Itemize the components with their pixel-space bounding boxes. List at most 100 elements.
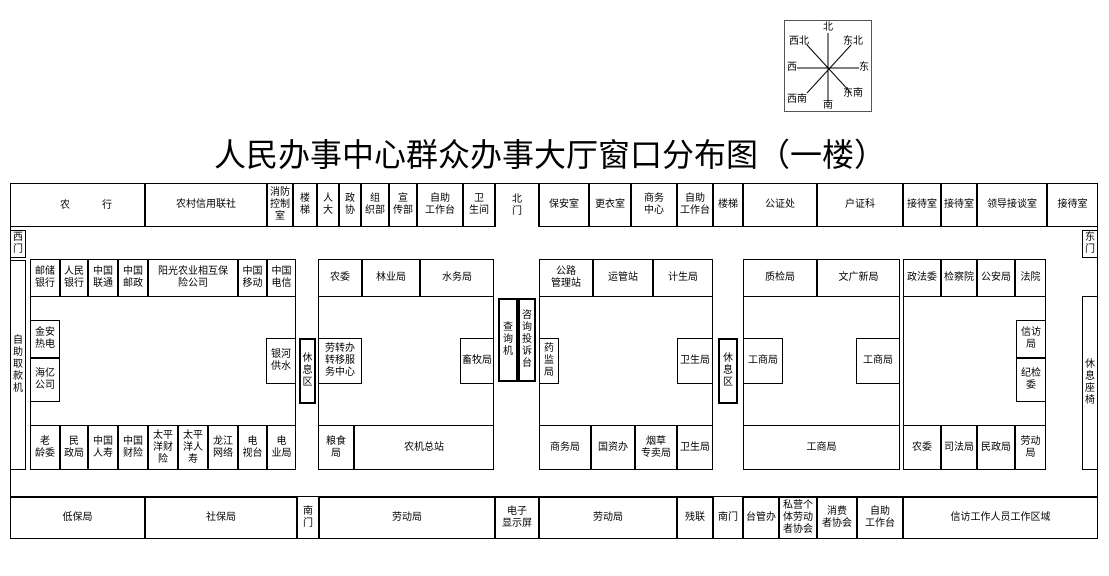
electronic-display: 电子 显示屏	[495, 497, 539, 539]
room-labor-1: 劳动局	[319, 497, 495, 539]
room-renda: 人 大	[317, 183, 339, 227]
room-household: 户证科	[817, 183, 903, 227]
compass-north: 北	[823, 22, 833, 33]
leader-meeting-room: 领导接谈室	[977, 183, 1047, 227]
b5-politics-law: 政法委	[903, 259, 941, 297]
b1-cpic-life: 太平 洋人 寿	[178, 425, 208, 470]
b3-commerce: 商务局	[539, 425, 591, 470]
room-social-security: 社保局	[145, 497, 297, 539]
b5-petition-bureau: 信访 局	[1016, 320, 1046, 358]
room-labor-2: 劳动局	[539, 497, 677, 539]
atm-strip: 自 助 取 款 机	[10, 260, 26, 470]
b2-agri-committee: 农委	[318, 259, 362, 297]
room-zhengxie: 政 协	[339, 183, 361, 227]
room-credit-union: 农村信用联社	[145, 183, 267, 227]
compass-northeast: 东北	[843, 36, 863, 47]
b5-agri-committee: 农委	[903, 425, 941, 470]
b1-china-post: 中国 邮政	[118, 259, 148, 297]
restroom: 卫 生间	[463, 183, 495, 227]
b5-civil-affairs: 民政局	[977, 425, 1015, 470]
b1-yinhe-water: 银河 供水	[266, 338, 296, 384]
b1-cpic-property: 太平 洋财 险	[148, 425, 178, 470]
room-consumer-assoc: 消费 者协会	[817, 497, 857, 539]
south-gate-1: 南 门	[297, 497, 319, 539]
petition-staff-area: 信访工作人员工作区域	[903, 497, 1098, 539]
east-gate: 东 门	[1082, 230, 1098, 258]
room-nonghang	[10, 183, 145, 227]
b1-haiyi-company: 海亿 公司	[30, 358, 60, 402]
compass-west: 西	[787, 62, 797, 73]
b4-industry-commerce-1: 工商局	[743, 338, 783, 384]
b1-post-bank: 邮储 银行	[30, 259, 60, 297]
b1-peoples-bank: 人民 银行	[60, 259, 88, 297]
b1-china-life: 中国 人寿	[88, 425, 118, 470]
rest-seat-strip: 休 息 座 椅	[1082, 296, 1098, 470]
compass-rose: 北 南 东 西 东北 西北 东南 西南	[784, 20, 872, 112]
corridor-divider	[10, 496, 1098, 497]
b2-grain-bureau: 粮食 局	[318, 425, 354, 470]
b5-labor-bureau: 劳动 局	[1015, 425, 1046, 470]
b3-transport-station: 运管站	[593, 259, 653, 297]
b1-aging-committee: 老 龄委	[30, 425, 60, 470]
b5-court: 法院	[1015, 259, 1046, 297]
room-fire-control: 消防 控制 室	[267, 183, 293, 227]
b1-china-telecom: 中国 电信	[267, 259, 296, 297]
b5-public-security: 公安局	[977, 259, 1015, 297]
compass-northwest: 西北	[789, 36, 809, 47]
b1-china-unicom: 中国 联通	[88, 259, 118, 297]
compass-east: 东	[859, 62, 869, 73]
b4-culture-bureau: 文广新局	[817, 259, 900, 297]
stairs-1: 楼 梯	[293, 183, 317, 227]
b1-civil-affairs: 民 政局	[60, 425, 88, 470]
compass-lines	[797, 33, 859, 103]
room-private-workers: 私营个 体劳动 者协会	[779, 497, 817, 539]
room-business-center: 商务 中心	[631, 183, 677, 227]
compass-south: 南	[823, 100, 833, 111]
b1-jinan-thermal: 金安 热电	[30, 320, 60, 358]
b3-highway-station: 公路 管理站	[539, 259, 593, 297]
b4-industry-commerce-2: 工商局	[856, 338, 900, 384]
south-gate-2: 南门	[713, 497, 743, 539]
room-notary: 公证处	[743, 183, 817, 227]
b1-picc: 中国 财险	[118, 425, 148, 470]
stairs-2: 楼梯	[713, 183, 743, 227]
rest-area-1: 休 息 区	[299, 338, 316, 404]
room-nonghang-label-1: 农	[60, 200, 70, 211]
room-xuanchuanbu: 宣 传部	[389, 183, 417, 227]
b2-labor-transfer: 劳转办 转移服 务中心	[318, 338, 362, 384]
north-gate: 北 门	[495, 183, 539, 227]
b4-quality-inspection: 质检局	[743, 259, 817, 297]
b1-china-mobile: 中国 移动	[238, 259, 267, 297]
b5-justice-bureau: 司法局	[941, 425, 977, 470]
room-nonghang-label-2: 行	[102, 200, 112, 211]
b1-longjiang-network: 龙江 网络	[208, 425, 238, 470]
consultation-desk: 咨 询 投 诉 台	[518, 298, 536, 382]
b3-drug-admin: 药 监 局	[539, 338, 559, 384]
b2-animal-husbandry: 畜牧局	[460, 338, 494, 384]
room-subsistence: 低保局	[10, 497, 145, 539]
compass-southwest: 西南	[787, 94, 807, 105]
room-taiwan-affairs: 台管办	[743, 497, 779, 539]
rest-area-2: 休 息 区	[718, 338, 738, 404]
b1-sunshine-insurance: 阳光农业相互保 险公司	[148, 259, 238, 297]
b5-discipline-committee: 纪检 委	[1016, 358, 1046, 402]
room-security: 保安室	[539, 183, 589, 227]
reception-2: 接待室	[941, 183, 977, 227]
b2-water-affairs: 水务局	[420, 259, 494, 297]
b5-procuratorate: 检察院	[941, 259, 977, 297]
b3-health-bureau: 卫生局	[677, 338, 713, 384]
inquiry-machine: 查 询 机	[498, 298, 518, 382]
compass-southeast: 东南	[843, 88, 863, 99]
reception-1: 接待室	[903, 183, 941, 227]
page-title: 人民办事中心群众办事大厅窗口分布图（一楼）	[213, 136, 886, 174]
self-service-2: 自助 工作台	[677, 183, 713, 227]
b3-family-planning: 计生局	[653, 259, 713, 297]
b2-agri-machinery: 农机总站	[354, 425, 494, 470]
room-zuzhibu: 组 织部	[361, 183, 389, 227]
self-service-1: 自助 工作台	[417, 183, 463, 227]
room-locker: 更衣室	[589, 183, 631, 227]
room-disabled-federation: 残联	[677, 497, 713, 539]
b3-health-bureau-2: 卫生局	[677, 425, 713, 470]
b1-tv-station: 电 视台	[238, 425, 267, 470]
b1-power-bureau: 电 业局	[267, 425, 296, 470]
